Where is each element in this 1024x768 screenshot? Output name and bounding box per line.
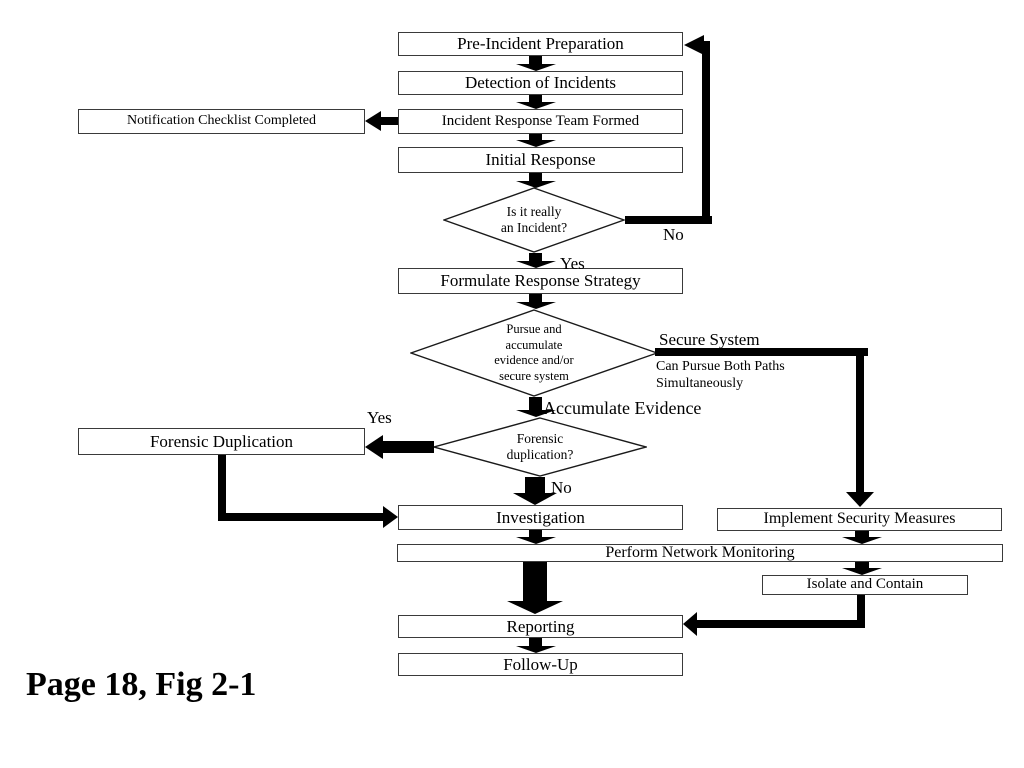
arrow-shaft-decision-to-formulate bbox=[529, 253, 542, 261]
arrow-shaft-pre-to-detection bbox=[529, 56, 542, 65]
node-investigation: Investigation bbox=[398, 505, 683, 530]
arrow-shaft-reporting-to-followup bbox=[529, 638, 542, 646]
forensic-elbow-arrow-head bbox=[383, 506, 398, 528]
secure-system-arrow-head bbox=[846, 492, 874, 507]
arrow-shaft-forensic-to-investigation bbox=[525, 477, 545, 493]
decision-text-is-incident: Is it really an Incident? bbox=[500, 204, 568, 235]
arrow-shaft-initial-to-decision bbox=[529, 173, 542, 181]
arrow-shaft-monitoring-to-isolate bbox=[855, 562, 869, 568]
node-perform-network-monitoring: Perform Network Monitoring bbox=[397, 544, 1003, 562]
node-notification-checklist-completed: Notification Checklist Completed bbox=[78, 109, 365, 134]
arrow-head-decision-to-formulate bbox=[516, 261, 556, 268]
decision-text-forensic-duplication: Forensic duplication? bbox=[506, 431, 574, 462]
node-incident-response-team-formed: Incident Response Team Formed bbox=[398, 109, 683, 134]
forensic-yes-arrow-shaft bbox=[383, 441, 434, 453]
node-implement-security-measures: Implement Security Measures bbox=[717, 508, 1002, 531]
label-secure-system: Secure System bbox=[659, 330, 760, 349]
isolate-elbow-vertical-line bbox=[857, 595, 865, 628]
node-initial-response: Initial Response bbox=[398, 147, 683, 173]
label-no-incident: No bbox=[663, 225, 684, 244]
no-loop-horizontal-line bbox=[625, 216, 712, 224]
arrow-shaft-implement-to-monitoring bbox=[855, 531, 869, 537]
notification-arrow-shaft bbox=[381, 117, 398, 125]
label-no-forensic: No bbox=[551, 478, 572, 497]
forensic-yes-arrow-head bbox=[365, 435, 383, 459]
arrow-shaft-formulate-to-pursue bbox=[529, 294, 542, 303]
decision-diamond-forensic-duplication bbox=[433, 417, 647, 477]
forensic-elbow-horizontal-line bbox=[218, 513, 383, 521]
no-loop-arrow-head bbox=[684, 35, 704, 55]
arrow-head-reporting-to-followup bbox=[516, 646, 556, 653]
isolate-elbow-horizontal-line bbox=[697, 620, 865, 628]
arrow-head-initial-to-decision bbox=[516, 181, 556, 188]
notification-arrow-head bbox=[365, 111, 381, 131]
arrow-shaft-investigation-to-monitoring bbox=[529, 530, 542, 537]
node-formulate-response-strategy: Formulate Response Strategy bbox=[398, 268, 683, 294]
forensic-elbow-vertical-line bbox=[218, 455, 226, 521]
arrow-shaft-monitoring-to-reporting bbox=[523, 562, 547, 601]
arrow-shaft-team-to-initial bbox=[529, 134, 542, 141]
isolate-elbow-arrow-head bbox=[683, 612, 697, 636]
arrow-head-forensic-to-investigation bbox=[513, 493, 557, 505]
secure-system-horizontal-line bbox=[655, 348, 868, 356]
page-caption: Page 18, Fig 2-1 bbox=[26, 666, 257, 703]
node-follow-up: Follow-Up bbox=[398, 653, 683, 676]
decision-diamond-pursue-paths bbox=[410, 309, 658, 397]
node-isolate-and-contain: Isolate and Contain bbox=[762, 575, 968, 595]
node-reporting: Reporting bbox=[398, 615, 683, 638]
label-yes-incident: Yes bbox=[560, 254, 585, 273]
node-detection-of-incidents: Detection of Incidents bbox=[398, 71, 683, 95]
label-pursue-note: Can Pursue Both Paths Simultaneously bbox=[656, 359, 785, 391]
decision-diamond-is-incident bbox=[443, 187, 625, 253]
arrow-head-pre-to-detection bbox=[516, 64, 556, 71]
arrow-head-investigation-to-monitoring bbox=[516, 537, 556, 544]
node-pre-incident-preparation: Pre-Incident Preparation bbox=[398, 32, 683, 56]
decision-text-pursue-paths: Pursue and accumulate evidence and/or se… bbox=[494, 322, 574, 383]
arrow-shaft-detection-to-team bbox=[529, 95, 542, 103]
arrow-head-implement-to-monitoring bbox=[842, 537, 882, 544]
arrow-shaft-pursue-to-forensic bbox=[529, 397, 542, 410]
arrow-head-pursue-to-forensic bbox=[516, 410, 556, 417]
label-yes-forensic: Yes bbox=[367, 408, 392, 427]
node-forensic-duplication: Forensic Duplication bbox=[78, 428, 365, 455]
arrow-head-detection-to-team bbox=[516, 102, 556, 109]
arrow-head-monitoring-to-isolate bbox=[842, 568, 882, 575]
label-accumulate-evidence: Accumulate Evidence bbox=[543, 398, 702, 418]
secure-system-vertical-line bbox=[856, 348, 864, 492]
no-loop-vertical-line bbox=[702, 41, 710, 224]
arrow-head-formulate-to-pursue bbox=[516, 302, 556, 309]
arrow-head-monitoring-to-reporting bbox=[507, 601, 563, 614]
arrow-head-team-to-initial bbox=[516, 140, 556, 147]
